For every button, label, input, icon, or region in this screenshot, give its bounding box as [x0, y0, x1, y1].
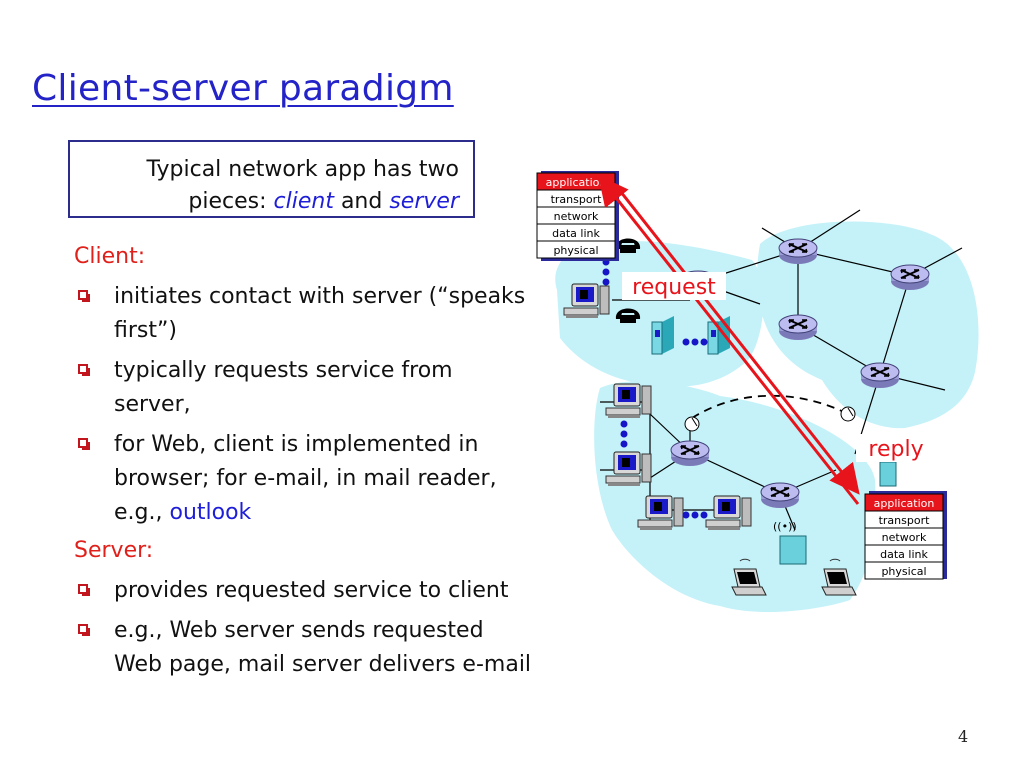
client-bullet: typically requests service from server,: [74, 354, 534, 422]
more-hosts-dots: [602, 258, 708, 519]
server-heading: Server:: [74, 538, 154, 563]
router-icon: [890, 264, 930, 291]
server-bullet-text: e.g., Web server sends requested Web pag…: [114, 618, 532, 677]
bullet-box-icon: [78, 584, 90, 596]
callout-line2: pieces: client and server: [70, 186, 459, 218]
router-icon: [778, 314, 818, 341]
server-protocol-stack: application transport network data link …: [864, 491, 947, 580]
bullet-box-icon: [78, 624, 90, 636]
server-bullet: e.g., Web server sends requested Web pag…: [74, 614, 534, 682]
client-bullet-text: for Web, client is implemented in browse…: [114, 432, 497, 525]
reply-label: reply: [868, 437, 923, 462]
router-icon: [860, 362, 900, 389]
callout-server: server: [389, 189, 459, 214]
slide-title: Client-server paradigm: [32, 68, 454, 109]
server-stack-layer: physical: [881, 565, 926, 578]
server-icon: [707, 315, 731, 355]
intro-callout: Typical network app has two pieces: clie…: [68, 140, 475, 218]
outlook-link: outlook: [169, 500, 252, 525]
client-heading: Client:: [74, 244, 146, 269]
server-bullet-text: provides requested service to client: [114, 578, 509, 603]
base-station-icon: [879, 461, 897, 487]
callout-client: client: [273, 189, 334, 214]
reply-arrow: [598, 175, 860, 505]
server-icon: [651, 315, 675, 355]
client-bullet-text: initiates contact with server (“speaks f…: [114, 284, 526, 343]
server-stack-layer: application: [874, 497, 935, 510]
router-icon: [670, 440, 710, 467]
callout-and: and: [333, 189, 390, 214]
callout-line1: Typical network app has two: [146, 157, 460, 182]
server-stack-layer: transport: [879, 514, 931, 527]
client-bullet: initiates contact with server (“speaks f…: [74, 280, 534, 348]
request-arrow: [615, 186, 860, 495]
client-stack-layer: data link: [552, 227, 600, 240]
bullet-box-icon: [78, 438, 90, 450]
wireless-icon: ((•)): [773, 520, 797, 533]
server-stack-layer: data link: [880, 548, 928, 561]
server-bullet: provides requested service to client: [74, 574, 534, 608]
satellite-dish-icon: [684, 406, 856, 432]
request-label: request: [632, 275, 716, 300]
slide-body: Client: initiates contact with server (“…: [74, 240, 534, 686]
router-icon: [760, 482, 800, 509]
client-stack-layer: transport: [551, 193, 603, 206]
client-bullet: for Web, client is implemented in browse…: [74, 428, 534, 530]
reply-label-bg: [856, 434, 932, 462]
router-icon: [778, 238, 818, 265]
server-stack-layer: network: [882, 531, 927, 544]
request-label-bg: [622, 272, 726, 300]
bullet-box-icon: [78, 290, 90, 302]
bullet-box-icon: [78, 364, 90, 376]
access-point-icon: [779, 535, 807, 565]
client-stack-layer: application: [546, 176, 607, 189]
hosts: ((•)): [563, 238, 897, 596]
client-stack-layer: network: [554, 210, 599, 223]
client-bullet-text: typically requests service from server,: [114, 358, 453, 417]
message-arrows: [598, 175, 860, 505]
page-number: 4: [958, 727, 969, 746]
callout-pieces: pieces:: [188, 189, 274, 214]
client-protocol-stack: application transport network data link …: [536, 171, 619, 261]
client-stack-layer: physical: [553, 244, 598, 257]
